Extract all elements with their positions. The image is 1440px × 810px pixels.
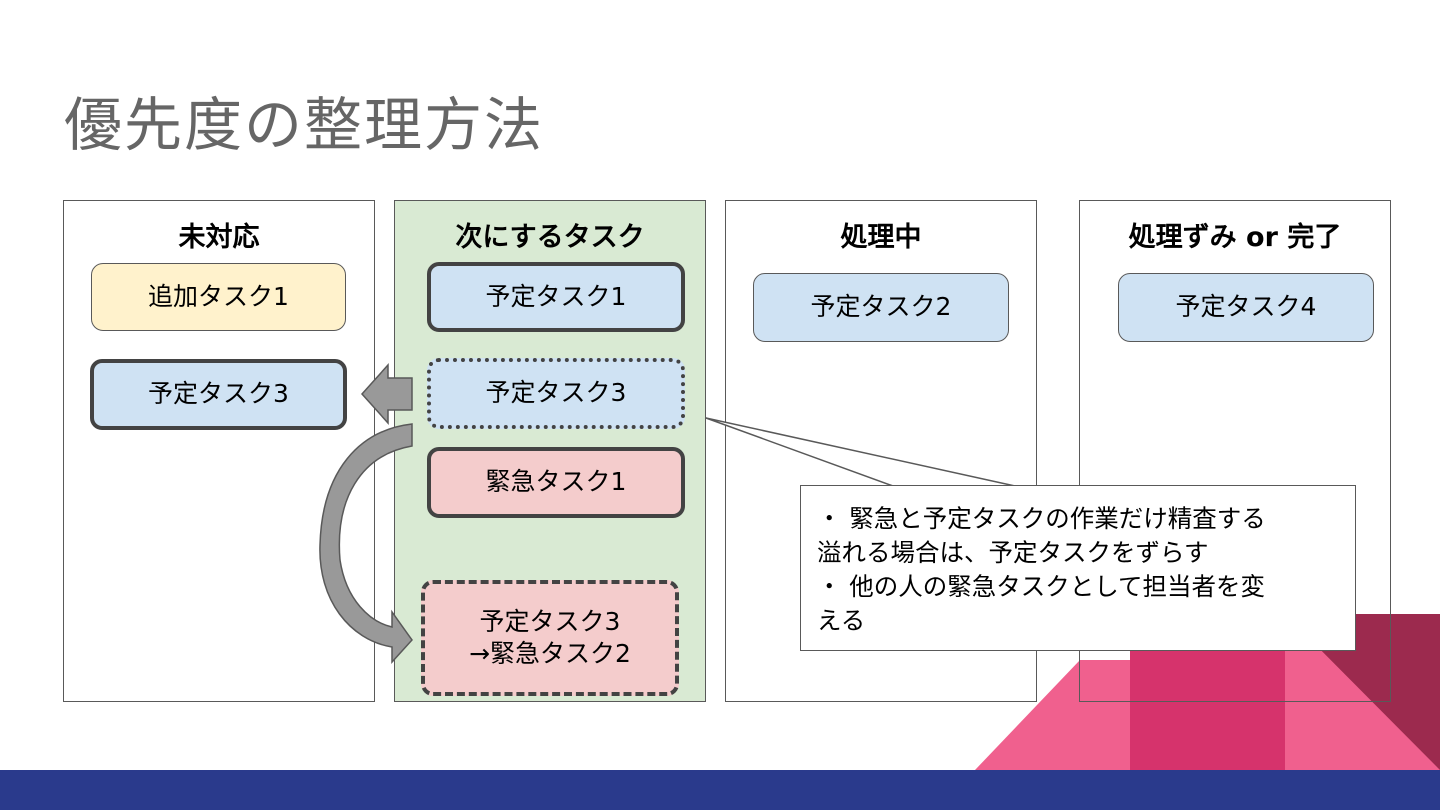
- task-card-label-line-1: 予定タスク3: [479, 606, 621, 636]
- column-header-next: 次にするタスク: [455, 222, 645, 253]
- task-card-planned-2[interactable]: 予定タスク2: [753, 273, 1009, 342]
- task-card-planned-4[interactable]: 予定タスク4: [1118, 273, 1374, 342]
- column-header-todo: 未対応: [178, 222, 260, 253]
- task-card-label: 予定タスク2: [810, 292, 952, 322]
- task-card-planned-3[interactable]: 予定タスク3: [90, 359, 347, 430]
- task-card-label: 緊急タスク1: [485, 467, 627, 497]
- task-card-label: 予定タスク3: [485, 378, 627, 408]
- callout-line-4: える: [817, 606, 866, 635]
- deco-maroon-shape: [1285, 614, 1440, 770]
- task-card-label-line-2: →緊急タスク2: [469, 639, 631, 668]
- callout-line-2: 溢れる場合は、予定タスクをずらす: [817, 538, 1209, 567]
- callout-line-3: ・ 他の人の緊急タスクとして担当者を変: [817, 572, 1266, 601]
- task-card-label: 予定タスク1: [485, 281, 627, 311]
- task-card-planned-3-moved[interactable]: 予定タスク3: [427, 358, 685, 429]
- task-card-label: 予定タスク4: [1175, 292, 1317, 322]
- bottom-band: [0, 770, 1440, 810]
- column-done: 処理ずみ or 完了: [1079, 200, 1391, 702]
- column-header-doing: 処理中: [840, 222, 922, 253]
- task-card-planned-3-to-urgent-2[interactable]: 予定タスク3 →緊急タスク2: [421, 580, 679, 696]
- task-card-label: 予定タスク3: [148, 379, 289, 409]
- callout-line-1: ・ 緊急と予定タスクの作業だけ精査する: [817, 504, 1266, 533]
- deco-pink-shape: [975, 660, 1130, 770]
- task-card-label: 追加タスク1: [148, 281, 289, 311]
- page-title: 優先度の整理方法: [64, 91, 545, 159]
- column-header-done: 処理ずみ or 完了: [1128, 222, 1342, 253]
- task-card-planned-1[interactable]: 予定タスク1: [427, 262, 685, 332]
- callout-box: ・ 緊急と予定タスクの作業だけ精査する 溢れる場合は、予定タスクをずらす ・ 他…: [800, 485, 1356, 651]
- task-card-urgent-1[interactable]: 緊急タスク1: [427, 447, 685, 518]
- task-card-added-1[interactable]: 追加タスク1: [91, 263, 346, 331]
